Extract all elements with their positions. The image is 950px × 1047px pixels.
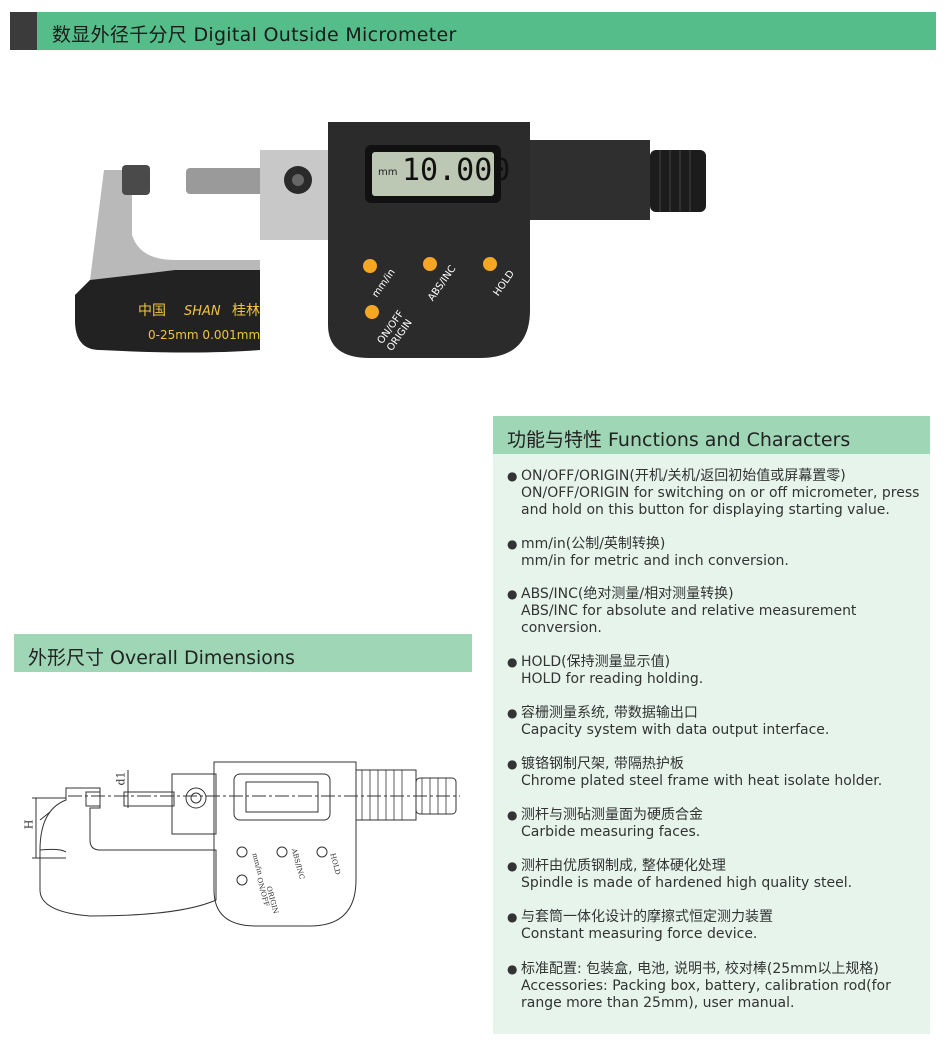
feature-zh: 镀铬钢制尺架, 带隔热护板 [521,756,684,772]
bullet-icon: ● [507,910,518,924]
feature-en: and hold on this button for displaying s… [521,502,890,518]
feature-en: Constant measuring force device. [521,926,758,942]
dim-label-h: H [22,819,36,830]
feature-item: ● HOLD(保持测量显示值) HOLD for reading holding… [507,654,927,688]
page-title: 数显外径千分尺 Digital Outside Micrometer [52,24,457,46]
features-title: 功能与特性 Functions and Characters [507,429,851,451]
feature-en: ON/OFF/ORIGIN for switching on or off mi… [521,485,920,501]
brand-left: 中国 [138,303,166,319]
feature-zh: 测杆由优质钢制成, 整体硬化处理 [521,858,726,874]
feature-en: Capacity system with data output interfa… [521,722,830,738]
bullet-icon: ● [507,655,518,669]
abs-inc-button[interactable] [423,257,437,271]
feature-item: ● 测杆与测砧测量面为硬质合金 Carbide measuring faces. [507,807,927,841]
bullet-icon: ● [507,469,518,483]
brand-right: 桂林 [232,303,260,319]
bullet-icon: ● [507,962,518,976]
bullet-icon: ● [507,859,518,873]
feature-zh: HOLD(保持测量显示值) [521,654,671,670]
feature-zh: 标准配置: 包装盒, 电池, 说明书, 校对棒(25mm以上规格) [521,961,879,977]
sleeve [530,140,650,220]
feature-zh: ABS/INC(绝对测量/相对测量转换) [521,586,734,602]
feature-item: ● mm/in(公制/英制转换) mm/in for metric and in… [507,536,927,570]
feature-item: ● 测杆由优质钢制成, 整体硬化处理 Spindle is made of ha… [507,858,927,892]
feature-en: Spindle is made of hardened high quality… [521,875,853,891]
feature-zh: 测杆与测砧测量面为硬质合金 [521,807,703,823]
feature-en: conversion. [521,620,602,636]
feature-en: ABS/INC for absolute and relative measur… [521,603,857,619]
features-header: 功能与特性 Functions and Characters [493,416,930,454]
on-off-button[interactable] [365,305,379,319]
dimensions-title: 外形尺寸 Overall Dimensions [28,647,295,669]
mm-in-button[interactable] [363,259,377,273]
dimensions-drawing [32,761,460,927]
product-image [75,122,706,358]
brand-logo: SHAN [184,304,221,319]
bullet-icon: ● [507,587,518,601]
feature-item: ● 与套筒一体化设计的摩擦式恒定测力装置 Constant measuring … [507,909,927,943]
feature-item: ● 镀铬钢制尺架, 带隔热护板 Chrome plated steel fram… [507,756,927,790]
feature-zh: 容栅测量系统, 带数据输出口 [521,705,698,721]
spindle [186,168,266,194]
feature-zh: ON/OFF/ORIGIN(开机/关机/返回初始值或屏幕置零) [521,468,846,484]
feature-item: ● ON/OFF/ORIGIN(开机/关机/返回初始值或屏幕置零) ON/OFF… [507,468,927,519]
ratchet-thimble [650,150,706,212]
bullet-icon: ● [507,537,518,551]
feature-en: HOLD for reading holding. [521,671,704,687]
bullet-icon: ● [507,757,518,771]
page-header: 数显外径千分尺 Digital Outside Micrometer [10,12,936,50]
hold-button[interactable] [483,257,497,271]
anvil [122,165,150,195]
dimensions-header: 外形尺寸 Overall Dimensions [14,634,472,672]
dim-button-mm-in [236,846,248,858]
header-tab [10,12,37,50]
feature-zh: 与套筒一体化设计的摩擦式恒定测力装置 [521,909,773,925]
lcd-display [372,152,494,196]
dim-button-on-off [236,874,248,886]
features-panel: 功能与特性 Functions and Characters ● ON/OFF/… [493,416,930,1034]
feature-item: ● ABS/INC(绝对测量/相对测量转换) ABS/INC for absol… [507,586,927,637]
range-label: 0-25mm 0.001mm [148,328,261,342]
lcd-value: 10.000 [402,153,511,188]
feature-en: Accessories: Packing box, battery, calib… [521,978,891,994]
bullet-icon: ● [507,808,518,822]
dim-label-d1: d1 [114,771,128,786]
bullet-icon: ● [507,706,518,720]
feature-en: Carbide measuring faces. [521,824,701,840]
feature-item: ● 标准配置: 包装盒, 电池, 说明书, 校对棒(25mm以上规格) Acce… [507,961,927,1012]
feature-en: mm/in for metric and inch conversion. [521,553,789,569]
dim-button-abs-inc [276,846,288,858]
dim-button-hold [316,846,328,858]
feature-en: Chrome plated steel frame with heat isol… [521,773,883,789]
lcd-unit: mm [378,167,398,178]
feature-en: range more than 25mm), user manual. [521,995,795,1011]
feature-zh: mm/in(公制/英制转换) [521,536,666,552]
feature-item: ● 容栅测量系统, 带数据输出口 Capacity system with da… [507,705,927,739]
